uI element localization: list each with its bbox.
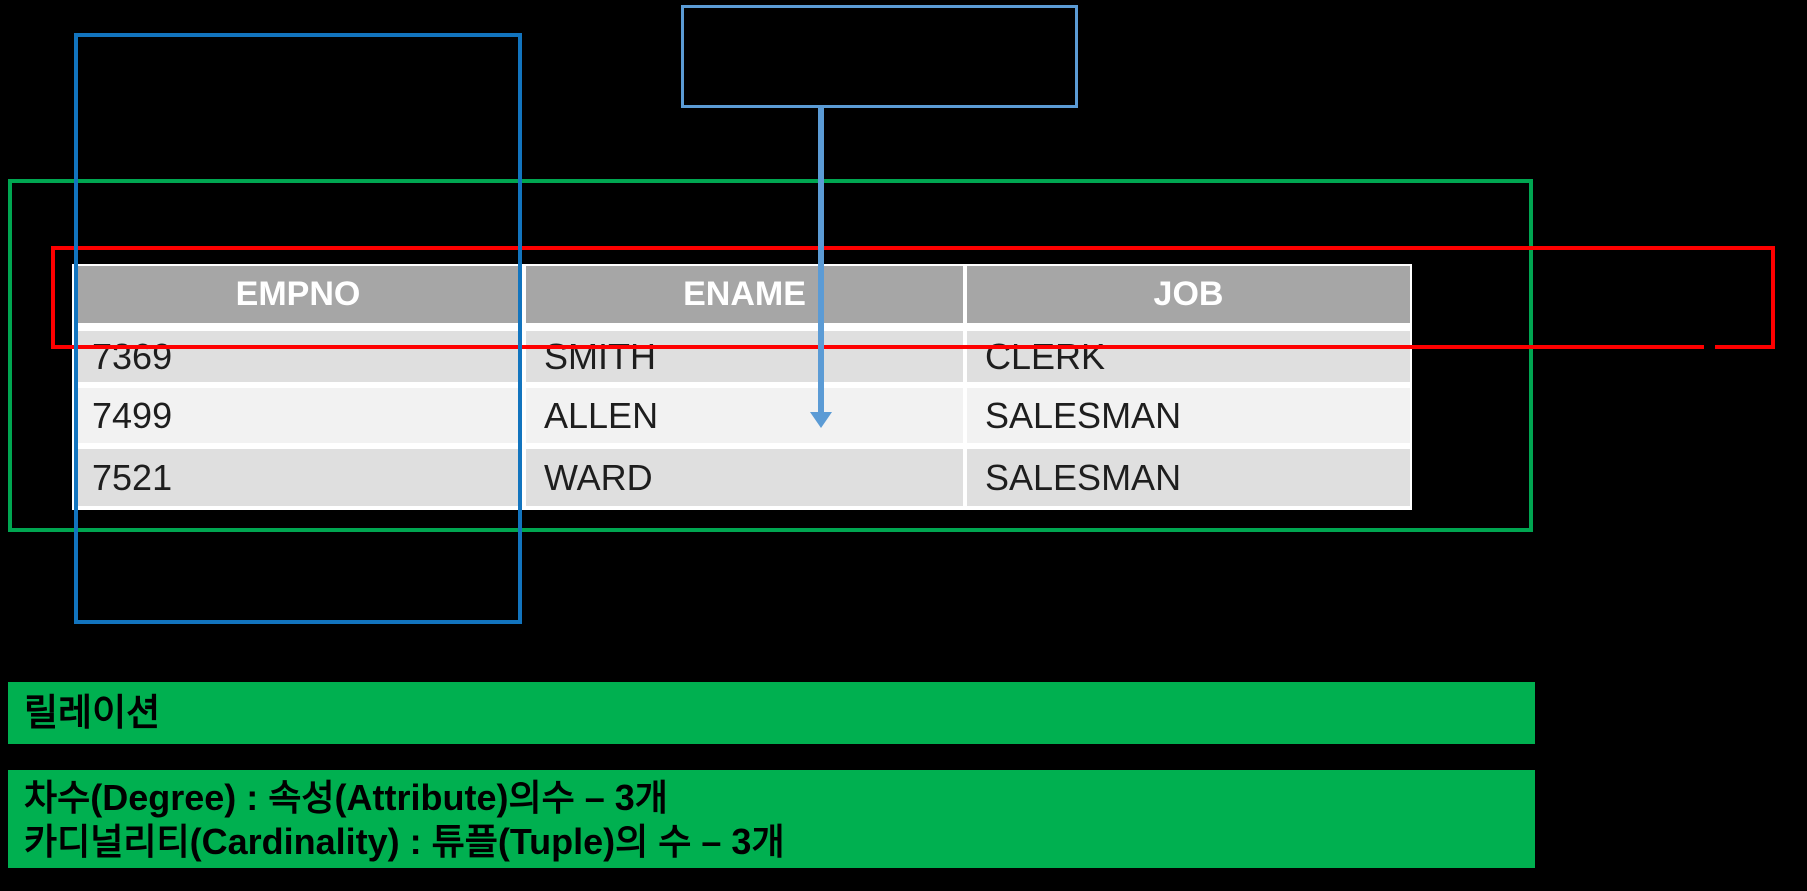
cell-empno: 7369 <box>74 331 522 382</box>
column-header-job: JOB <box>967 266 1410 323</box>
cell-empno: 7521 <box>74 449 522 506</box>
employee-table: EMPNO ENAME JOB 7369 SMITH CLERK 7499 AL… <box>72 264 1412 510</box>
relation-banner: 릴레이션 <box>8 682 1535 744</box>
callout-arrow-line <box>818 108 824 413</box>
cell-job: SALESMAN <box>967 449 1410 506</box>
header-row-highlight-box <box>51 246 1775 349</box>
cell-ename: SMITH <box>526 331 963 382</box>
cell-ename: WARD <box>526 449 963 506</box>
callout-box <box>681 5 1078 108</box>
relation-outline-box <box>8 179 1533 532</box>
table-row: 7499 ALLEN SALESMAN <box>74 388 1410 443</box>
relation-banner-label: 릴레이션 <box>24 692 161 733</box>
cell-empno: 7499 <box>74 388 522 443</box>
table-header-row: EMPNO ENAME JOB <box>74 266 1410 323</box>
table-row: 7521 WARD SALESMAN <box>74 449 1410 506</box>
attribute-column-highlight-box <box>74 33 522 624</box>
stray-mark <box>1704 344 1715 352</box>
table-row: 7369 SMITH CLERK <box>74 331 1410 382</box>
cell-job: SALESMAN <box>967 388 1410 443</box>
degree-line: 차수(Degree) : 속성(Attribute)의수 – 3개 <box>24 777 668 818</box>
callout-arrow-head-icon <box>810 412 832 428</box>
column-header-ename: ENAME <box>526 266 963 323</box>
cell-job: CLERK <box>967 331 1410 382</box>
cell-ename: ALLEN <box>526 388 963 443</box>
degree-cardinality-banner: 차수(Degree) : 속성(Attribute)의수 – 3개 카디널리티(… <box>8 770 1535 868</box>
column-header-empno: EMPNO <box>74 266 522 323</box>
cardinality-line: 카디널리티(Cardinality) : 튜플(Tuple)의 수 – 3개 <box>24 821 785 862</box>
